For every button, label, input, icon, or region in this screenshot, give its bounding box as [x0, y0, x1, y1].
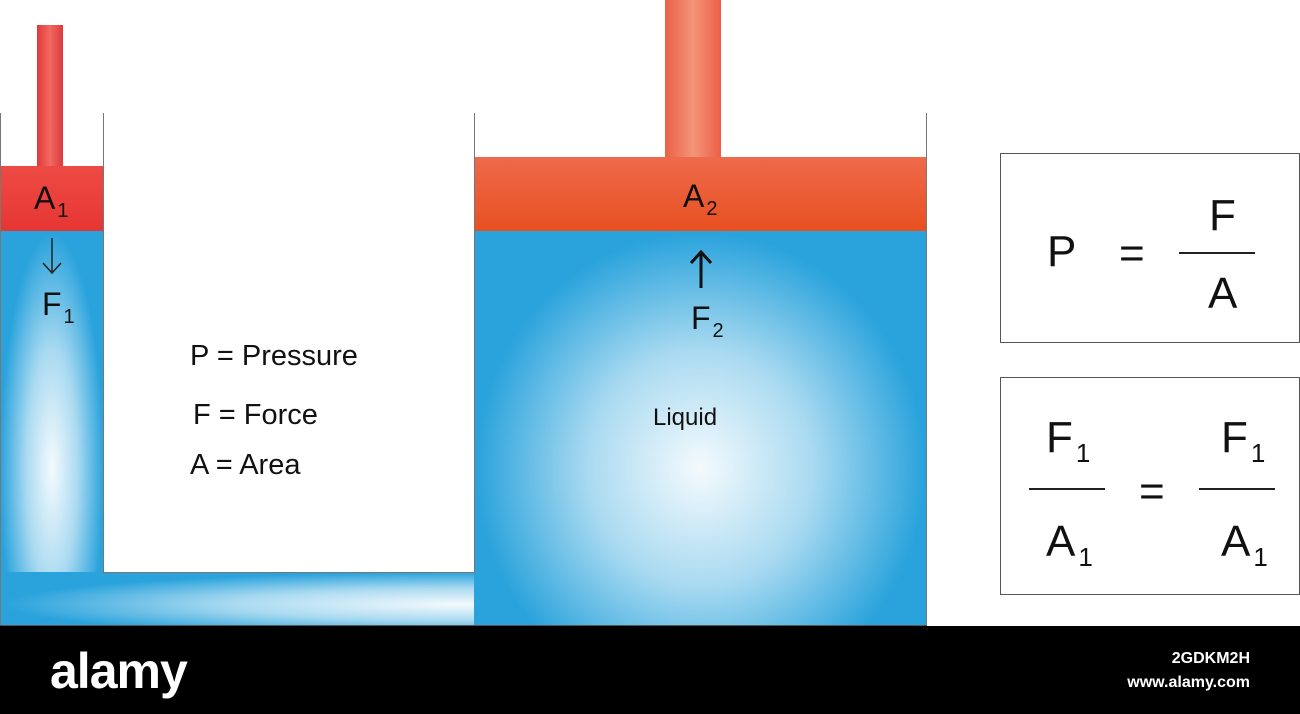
ratio-left-denominator-letter: A [1046, 517, 1076, 566]
ratio-right-numerator-subscript: 1 [1250, 438, 1266, 468]
ratio-right-denominator-subscript: 1 [1253, 542, 1268, 572]
formula-pressure-symbol: P [1047, 227, 1077, 276]
large-force-subscript: 2 [712, 320, 724, 342]
liquid-large-cylinder [474, 231, 927, 626]
liquid-label: Liquid [653, 404, 718, 431]
legend-pressure: P = Pressure [190, 340, 358, 372]
container-bottom [0, 625, 927, 626]
large-piston [475, 157, 926, 231]
ratio-left-numerator-letter: F [1046, 413, 1073, 462]
small-piston-rod [37, 25, 63, 167]
ratio-right-fraction-bar [1199, 488, 1275, 490]
site-url: www.alamy.com [1127, 674, 1250, 691]
large-piston-area-subscript: 2 [706, 198, 718, 220]
small-force-letter: F [42, 286, 62, 322]
legend-area: A = Area [190, 449, 301, 481]
channel-top-wall [103, 572, 475, 573]
pressure-formula-box: P = F A [1000, 153, 1300, 343]
ratio-right-denominator-letter: A [1221, 517, 1251, 566]
large-piston-area-letter: A [683, 178, 705, 214]
ratio-left-numerator-subscript: 1 [1075, 438, 1091, 468]
ratio-left-fraction-bar [1029, 488, 1105, 490]
legend-force: F = Force [193, 399, 318, 431]
stock-footer-bar: alamy 2GDKM2H www.alamy.com [0, 626, 1300, 714]
small-cylinder-right-wall [103, 113, 104, 573]
small-cylinder-left-wall [0, 113, 1, 626]
small-piston-area-subscript: 1 [57, 200, 69, 222]
large-cylinder-left-wall [474, 113, 475, 573]
large-cylinder-right-wall [926, 113, 927, 626]
ratio-equals-sign: = [1139, 467, 1165, 516]
ratio-right-numerator-letter: F [1221, 413, 1248, 462]
brand-logo: alamy [50, 643, 188, 699]
small-piston [1, 166, 103, 231]
large-force-letter: F [691, 300, 711, 336]
image-id: 2GDKM2H [1171, 650, 1250, 667]
small-force-subscript: 1 [63, 306, 75, 328]
ratio-left-denominator-subscript: 1 [1078, 542, 1093, 572]
large-piston-rod [665, 0, 721, 160]
formula-fraction-bar [1179, 252, 1255, 254]
small-piston-area-letter: A [34, 180, 56, 216]
upward-arrow-icon [689, 249, 713, 288]
downward-arrow-icon [42, 238, 62, 275]
formula-denominator-area: A [1208, 269, 1238, 318]
formula-equals-sign: = [1119, 229, 1145, 278]
liquid-small-cylinder [0, 231, 104, 626]
formula-numerator-force: F [1209, 191, 1236, 240]
